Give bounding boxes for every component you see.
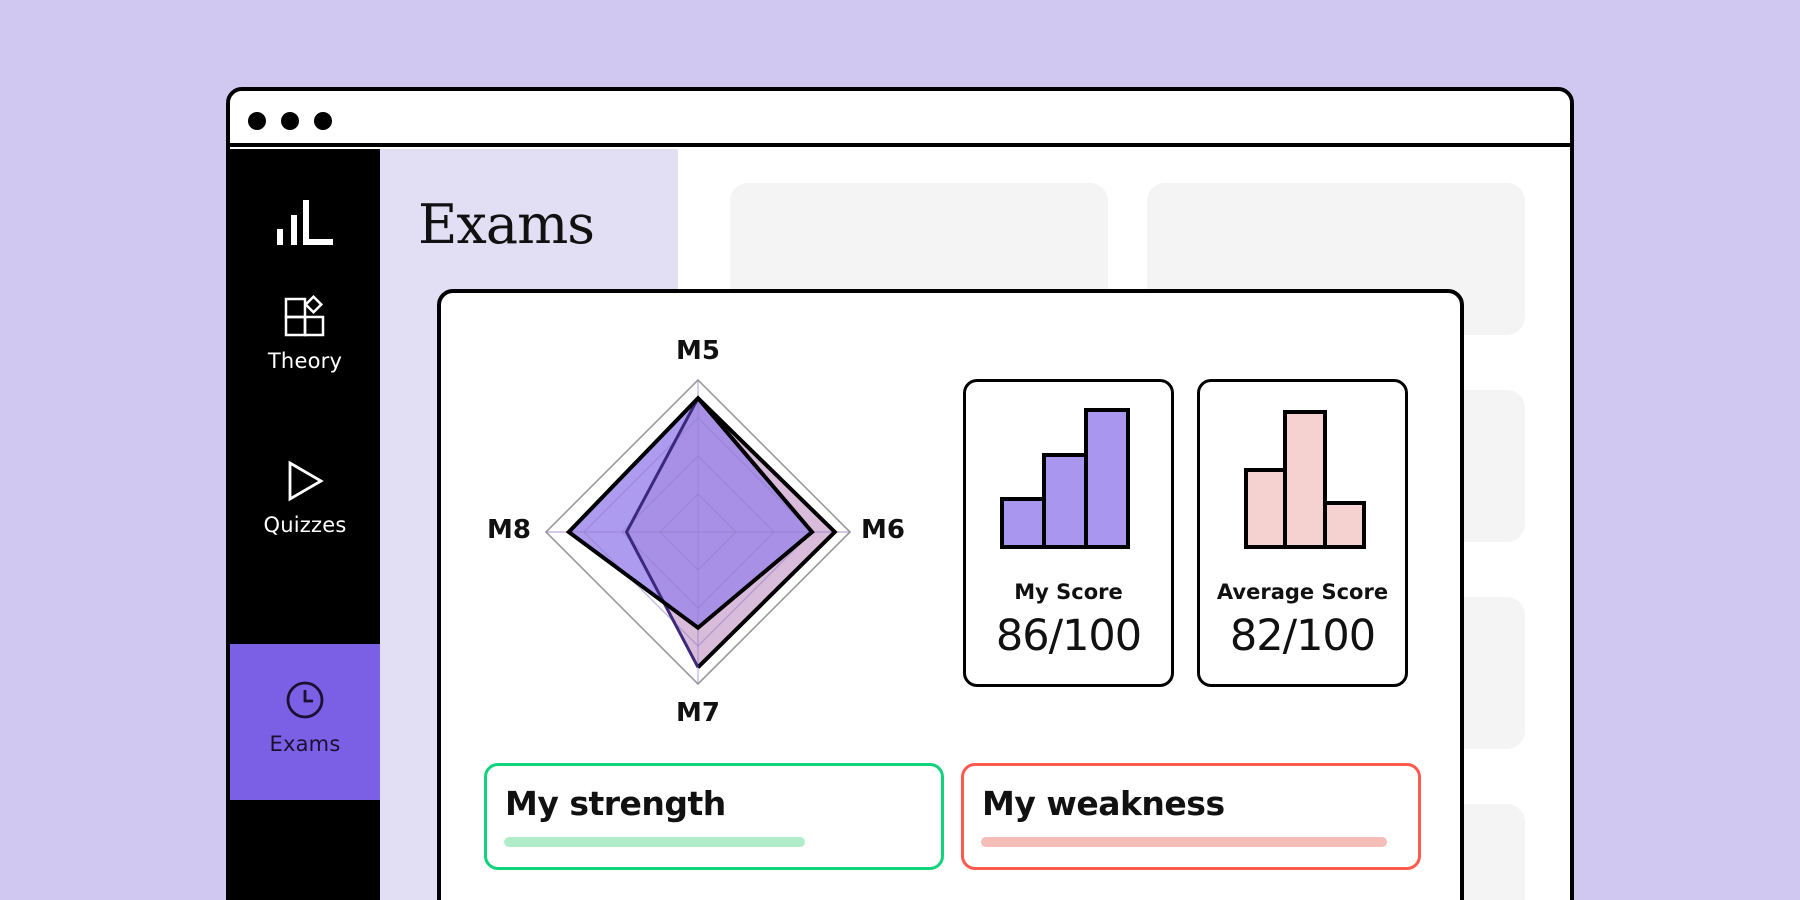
- strength-progress-bar: [504, 837, 805, 847]
- radar-axis-label: M5: [676, 336, 720, 366]
- window-dot-minimize[interactable]: [281, 112, 299, 130]
- exam-results-card: M5 M6 M7 M8 My Score 86/100 Average Scor…: [437, 289, 1464, 900]
- radar-axis-label: M6: [861, 515, 905, 545]
- average-score-card: Average Score 82/100: [1197, 379, 1408, 687]
- sidebar-item-quizzes[interactable]: Quizzes: [230, 459, 380, 615]
- my-score-label: My Score: [1014, 580, 1123, 604]
- blocks-icon: [284, 295, 325, 337]
- sidebar-item-label: Exams: [269, 732, 341, 756]
- app-window: Theory Quizzes Exams Exams M5 M6 M7: [226, 87, 1574, 900]
- average-score-label: Average Score: [1216, 580, 1389, 604]
- sidebar-item-theory[interactable]: Theory: [230, 295, 380, 451]
- sidebar-item-label: Theory: [267, 349, 343, 373]
- radar-axis-label: M7: [676, 698, 720, 728]
- page-title: Exams: [418, 193, 595, 256]
- average-score-bar-chart-icon: [1244, 410, 1366, 549]
- window-dot-close[interactable]: [248, 112, 266, 130]
- my-score-card: My Score 86/100: [963, 379, 1174, 687]
- my-score-value: 86/100: [995, 611, 1142, 661]
- radar-chart: M5 M6 M7 M8: [441, 293, 921, 753]
- my-score-bar-chart-icon: [1000, 408, 1130, 549]
- average-score-value: 82/100: [1229, 611, 1376, 661]
- title-bar: [230, 91, 1570, 147]
- weakness-progress-bar: [981, 837, 1387, 847]
- strength-card[interactable]: My strength: [484, 763, 944, 870]
- clock-icon: [286, 681, 324, 719]
- play-icon: [288, 460, 324, 502]
- bar-chart-logo-icon[interactable]: [230, 149, 380, 279]
- radar-chart-svg: [544, 378, 852, 686]
- radar-axis-label: M8: [487, 515, 531, 545]
- strength-title: My strength: [505, 784, 726, 823]
- sidebar: Theory Quizzes Exams: [230, 149, 380, 900]
- weakness-card[interactable]: My weakness: [961, 763, 1421, 870]
- sidebar-item-label: Quizzes: [263, 513, 347, 537]
- sidebar-item-exams[interactable]: Exams: [230, 644, 380, 800]
- weakness-title: My weakness: [982, 784, 1225, 823]
- window-dot-maximize[interactable]: [314, 112, 332, 130]
